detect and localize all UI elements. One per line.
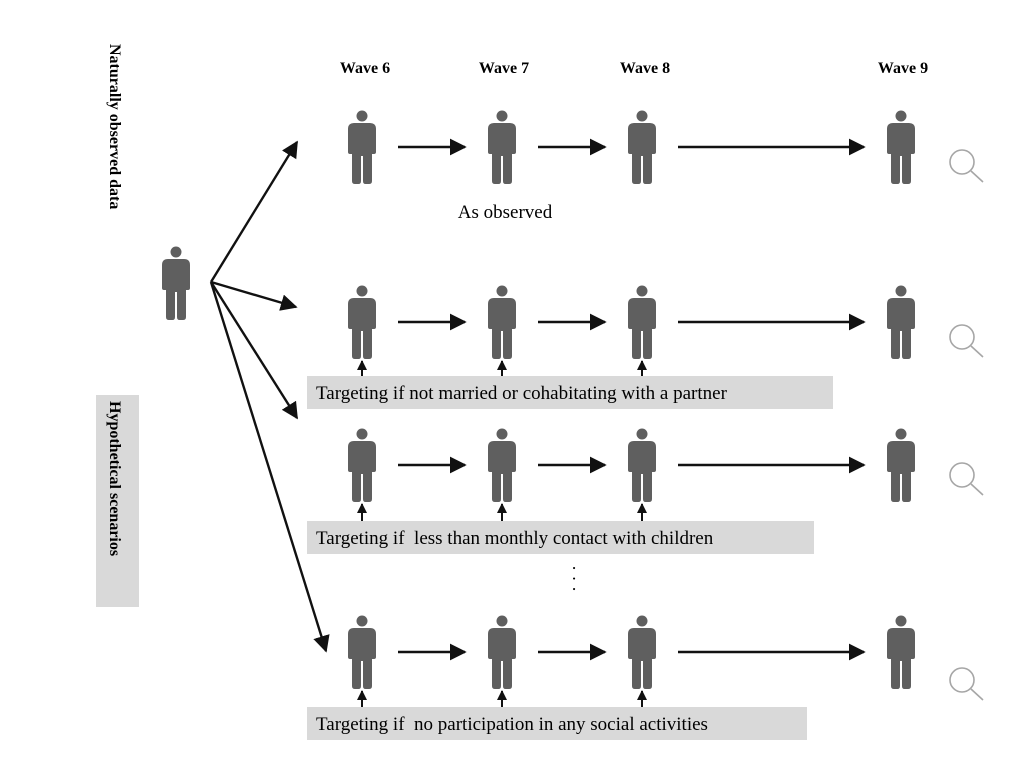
person-icon	[488, 428, 516, 502]
branch-arrows	[209, 140, 330, 653]
branch-arrow	[209, 281, 330, 653]
person-icon	[628, 285, 656, 359]
person-icon	[887, 285, 915, 359]
wave-header: Wave 6	[340, 60, 390, 77]
person-icon	[628, 615, 656, 689]
magnifier-icon	[949, 462, 984, 496]
origin-person-icon	[162, 246, 190, 320]
hypothetical-side-text: Hypothetical scenarios	[106, 401, 123, 556]
scenario-label: Targeting if less than monthly contact w…	[316, 528, 714, 549]
hypothetical-label-box	[96, 395, 139, 607]
person-icon	[628, 428, 656, 502]
branch-arrow	[210, 280, 298, 311]
person-icon	[628, 110, 656, 184]
observed-side-label: Naturally observed data	[106, 44, 123, 209]
row-observed: As observed	[348, 110, 984, 223]
person-icon	[887, 428, 915, 502]
person-icon	[348, 285, 376, 359]
person-icon	[348, 615, 376, 689]
person-icon	[348, 428, 376, 502]
observed-side-text: Naturally observed data	[106, 44, 123, 209]
person-icon	[488, 615, 516, 689]
wave-header: Wave 7	[479, 60, 529, 77]
wave-headers: Wave 6 Wave 7 Wave 8 Wave 9	[340, 60, 928, 77]
as-observed-label: As observed	[458, 202, 553, 223]
scenario-label-box	[307, 376, 833, 409]
hypothetical-side-label: Hypothetical scenarios	[96, 395, 139, 607]
magnifier-icon	[949, 149, 984, 183]
scenario-label-box	[307, 707, 807, 740]
wave-header: Wave 8	[620, 60, 670, 77]
magnifier-icon	[949, 667, 984, 701]
row-scenario: Targeting if less than monthly contact w…	[307, 428, 984, 554]
scenario-label-box	[307, 521, 814, 554]
row-scenario: Targeting if no participation in any soc…	[307, 615, 984, 740]
scenario-label: Targeting if no participation in any soc…	[316, 714, 708, 735]
person-icon	[488, 285, 516, 359]
person-icon	[887, 615, 915, 689]
magnifier-icon	[949, 324, 984, 358]
person-icon	[887, 110, 915, 184]
ellipsis: · · ·	[564, 565, 584, 592]
wave-header: Wave 9	[878, 60, 928, 77]
branch-arrow	[209, 281, 299, 420]
person-icon	[488, 110, 516, 184]
person-icon	[348, 110, 376, 184]
branch-arrow	[209, 140, 299, 283]
row-scenario: Targeting if not married or cohabitating…	[307, 285, 984, 409]
scenario-label: Targeting if not married or cohabitating…	[316, 383, 728, 404]
